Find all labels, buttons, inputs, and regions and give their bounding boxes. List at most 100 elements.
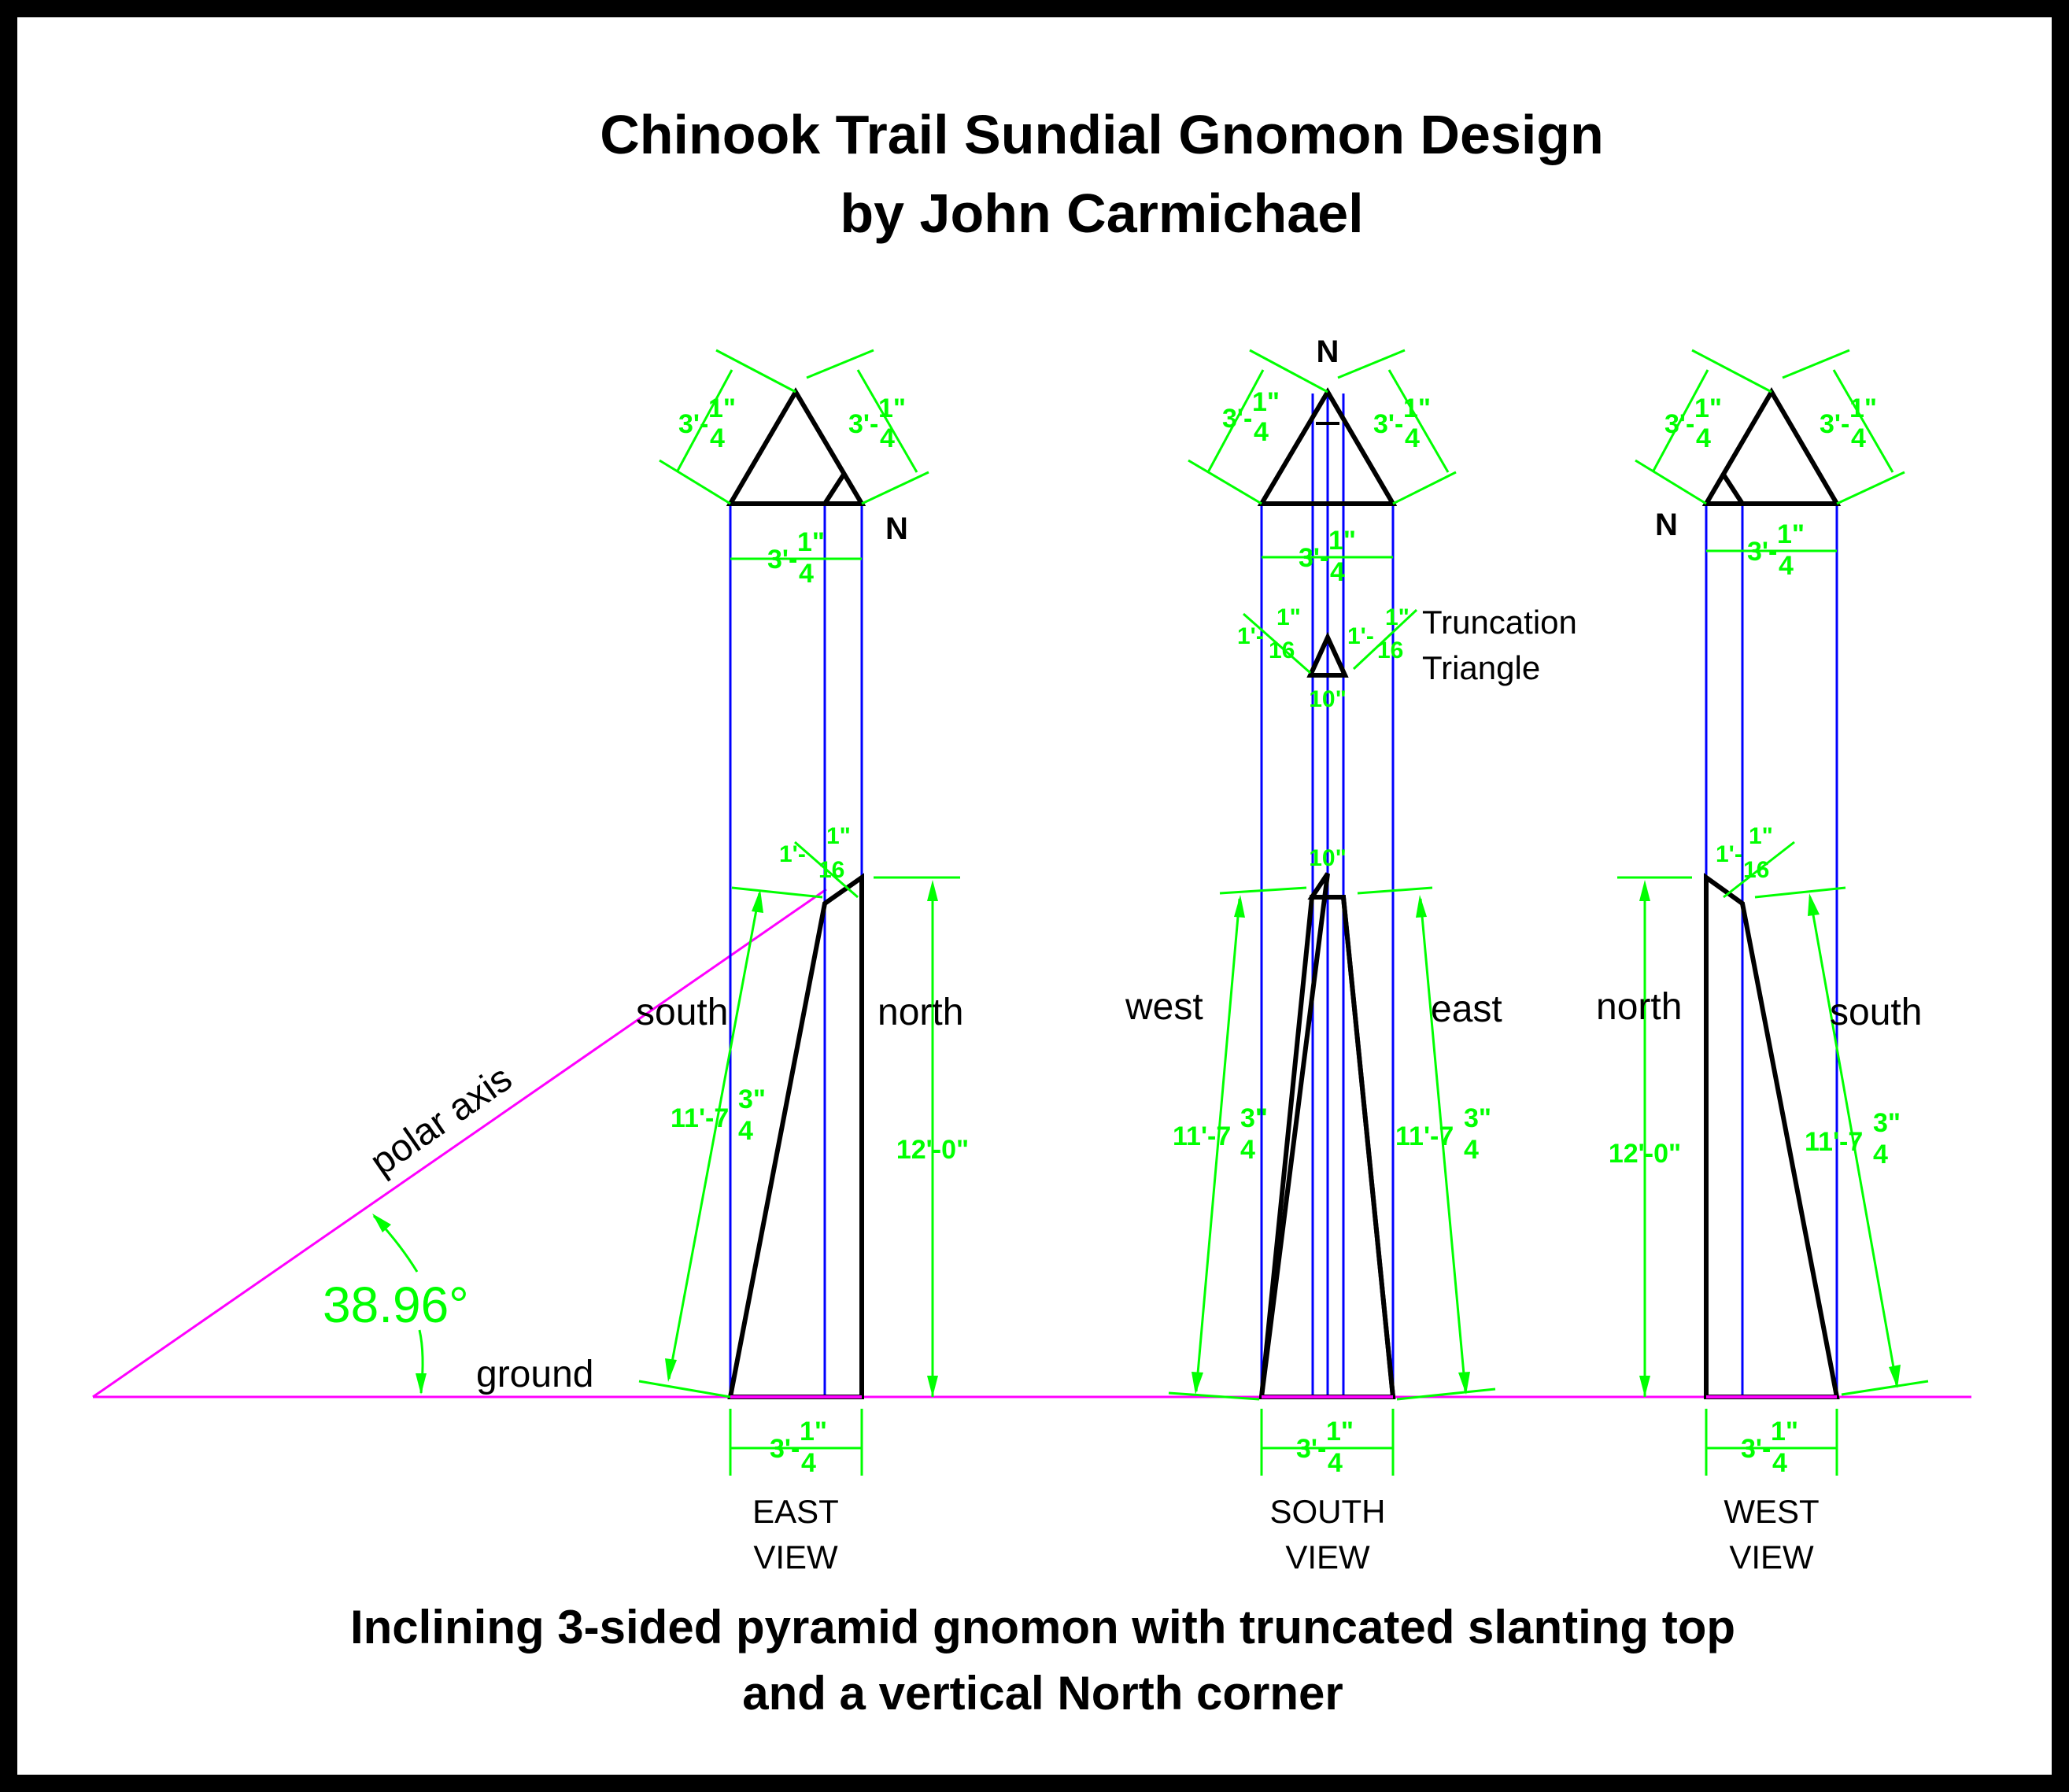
svg-text:12'-0": 12'-0": [1609, 1139, 1681, 1169]
svg-text:3": 3": [1873, 1108, 1901, 1138]
svg-text:4: 4: [710, 423, 725, 453]
truncation-label-2: Triangle: [1422, 649, 1540, 686]
ground-label: ground: [476, 1354, 593, 1395]
svg-text:3": 3": [738, 1084, 766, 1114]
svg-text:3'-: 3'-: [1664, 409, 1694, 439]
svg-text:16: 16: [818, 857, 844, 883]
east-view-label-1: EAST: [752, 1493, 839, 1530]
caption-line-1: Inclining 3-sided pyramid gnomon with tr…: [350, 1601, 1735, 1653]
svg-text:3'-: 3'-: [1299, 543, 1328, 573]
svg-text:4: 4: [1254, 417, 1269, 447]
svg-text:1'-: 1'-: [1347, 623, 1374, 649]
svg-text:11'-7: 11'-7: [1173, 1121, 1231, 1151]
svg-text:1'-: 1'-: [1716, 841, 1742, 867]
svg-text:1": 1": [878, 394, 906, 423]
svg-text:1": 1": [1326, 1417, 1354, 1447]
truncation-triangle: [1306, 631, 1349, 678]
svg-text:1": 1": [1328, 526, 1356, 556]
caption-line-2: and a vertical North corner: [742, 1667, 1343, 1720]
west-left-label: north: [1596, 986, 1682, 1028]
svg-text:1": 1": [797, 527, 825, 557]
title-line-2: by John Carmichael: [840, 183, 1363, 244]
east-view-label-2: VIEW: [753, 1539, 838, 1576]
polar-axis-label: polar axis: [363, 1058, 519, 1184]
svg-text:3'-: 3'-: [1820, 409, 1849, 439]
svg-text:1": 1": [1252, 387, 1280, 417]
svg-text:1": 1": [1276, 604, 1301, 630]
svg-text:3'-: 3'-: [848, 409, 878, 439]
east-right-label: north: [877, 992, 963, 1033]
svg-text:4: 4: [738, 1116, 753, 1146]
angle-value: 38.96°: [323, 1277, 469, 1333]
west-truncation-edge: [1721, 473, 1745, 505]
svg-text:4: 4: [1330, 557, 1345, 587]
svg-text:16: 16: [1377, 637, 1403, 663]
svg-text:1": 1": [800, 1417, 827, 1447]
svg-text:3'-: 3'-: [1373, 409, 1403, 439]
svg-text:4: 4: [1464, 1135, 1479, 1165]
west-north-marker: N: [1655, 508, 1678, 542]
svg-text:3": 3": [1240, 1103, 1268, 1133]
svg-text:4: 4: [880, 423, 895, 453]
svg-text:4: 4: [1772, 1448, 1787, 1478]
svg-text:12'-0": 12'-0": [896, 1135, 969, 1165]
truncation-label-1: Truncation: [1422, 604, 1577, 641]
south-right-label: east: [1431, 988, 1502, 1030]
svg-text:10": 10": [1309, 686, 1347, 712]
svg-text:1": 1": [1771, 1417, 1798, 1447]
west-view-label-1: WEST: [1724, 1493, 1819, 1530]
svg-text:4: 4: [1873, 1140, 1888, 1169]
svg-text:4: 4: [1851, 423, 1866, 453]
svg-text:1": 1": [1385, 604, 1410, 630]
south-north-marker: N: [1317, 334, 1339, 369]
drawing-frame: Chinook Trail Sundial Gnomon Design by J…: [17, 17, 2052, 1775]
south-view-label-1: SOUTH: [1270, 1493, 1386, 1530]
svg-text:3'-: 3'-: [678, 409, 708, 439]
svg-text:4: 4: [1240, 1135, 1255, 1165]
svg-text:1": 1": [1777, 519, 1805, 549]
gnomon-diagram: Chinook Trail Sundial Gnomon Design by J…: [92, 104, 1971, 1720]
south-view-label-2: VIEW: [1285, 1539, 1370, 1576]
angle-arrow-lower: [416, 1373, 427, 1395]
svg-text:4: 4: [801, 1448, 816, 1478]
svg-text:3'-: 3'-: [1741, 1434, 1771, 1464]
title-line-1: Chinook Trail Sundial Gnomon Design: [600, 104, 1604, 165]
svg-text:10": 10": [1309, 845, 1347, 871]
south-top-triangle: [1257, 387, 1398, 506]
svg-text:3'-: 3'-: [770, 1434, 800, 1464]
svg-text:3'-: 3'-: [767, 545, 797, 575]
west-right-label: south: [1830, 992, 1922, 1033]
svg-text:1'-: 1'-: [1237, 623, 1264, 649]
svg-text:16: 16: [1743, 857, 1769, 883]
east-truncation-edge: [822, 473, 846, 505]
svg-text:4: 4: [1405, 423, 1420, 453]
west-top-triangle: [1701, 387, 1842, 506]
svg-text:1": 1": [1694, 394, 1722, 423]
svg-text:3'-: 3'-: [1747, 537, 1777, 567]
svg-text:4: 4: [799, 559, 814, 589]
polar-axis-line: [92, 888, 827, 1398]
east-north-marker: N: [885, 512, 908, 546]
svg-text:3": 3": [1464, 1103, 1491, 1133]
south-left-label: west: [1125, 986, 1203, 1028]
svg-text:4: 4: [1696, 423, 1711, 453]
svg-text:11'-7: 11'-7: [671, 1103, 729, 1133]
east-left-label: south: [636, 992, 728, 1033]
angle-arrow-upper: [372, 1214, 391, 1232]
svg-text:1": 1": [1403, 394, 1431, 423]
svg-text:3'-: 3'-: [1222, 404, 1252, 434]
svg-text:16: 16: [1269, 637, 1295, 663]
svg-text:4: 4: [1328, 1448, 1343, 1478]
svg-text:1'-: 1'-: [779, 841, 806, 867]
svg-text:1": 1": [826, 823, 851, 849]
svg-text:11'-7: 11'-7: [1805, 1127, 1863, 1157]
west-view-label-2: VIEW: [1729, 1539, 1814, 1576]
svg-text:11'-7: 11'-7: [1395, 1121, 1454, 1151]
west-view: N 3'- 1" 4 3'- 1" 4 3'- 1" 4 1'- 1" 16 1…: [1596, 349, 1929, 1576]
east-view: N 3'- 1" 4 3'- 1" 4 3'- 1" 4 1'- 1" 16 1…: [636, 349, 969, 1576]
svg-text:3'-: 3'-: [1296, 1434, 1326, 1464]
east-top-triangle: [726, 387, 866, 506]
svg-text:4: 4: [1779, 551, 1794, 581]
svg-text:1": 1": [1749, 823, 1773, 849]
svg-text:1": 1": [708, 394, 736, 423]
